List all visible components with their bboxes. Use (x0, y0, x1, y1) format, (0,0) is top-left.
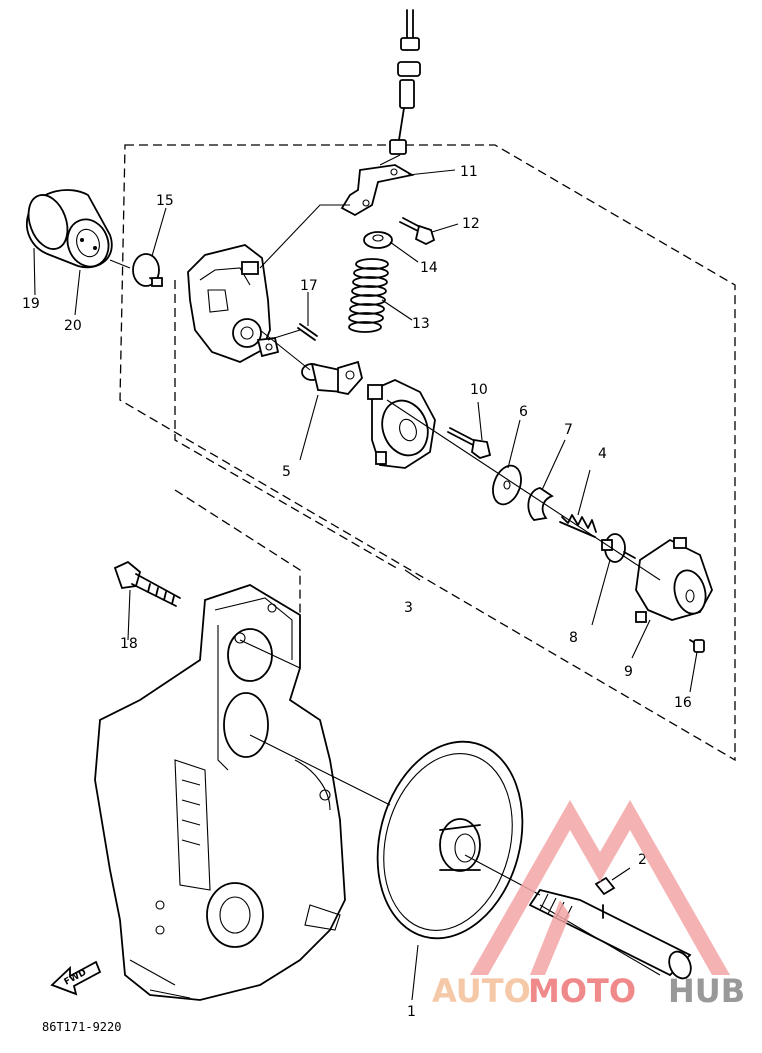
actuator-housing (187, 244, 280, 363)
part-label-17: 17 (300, 278, 318, 294)
part-number-labels: 1 2 3 4 5 6 7 8 9 10 11 12 13 14 15 16 1… (22, 164, 692, 1020)
part-label-11: 11 (460, 164, 478, 180)
part-4-spring (559, 514, 597, 538)
drive-shaft (528, 888, 692, 980)
part-label-12: 12 (462, 216, 480, 232)
watermark-logo: AUTO MOTO HUB (432, 800, 745, 1010)
part-label-14: 14 (420, 260, 438, 276)
part-18-bolt (113, 560, 181, 607)
part-13-spring (348, 258, 389, 333)
part-15-plate (132, 253, 163, 287)
part-2-key (594, 876, 616, 919)
crankcase (94, 584, 346, 1001)
part-label-13: 13 (412, 316, 430, 332)
part-label-15: 15 (156, 193, 174, 209)
part-9-cap (635, 537, 713, 623)
part-7-clip (527, 487, 554, 521)
part-19-20-grommet (26, 189, 113, 269)
drawing-code: 86T171-9220 (42, 1020, 121, 1034)
part-label-16: 16 (674, 695, 692, 711)
part-12-bolt (399, 217, 436, 246)
part-label-5: 5 (282, 464, 291, 480)
part-label-3: 3 (404, 600, 413, 616)
cover-assembly (367, 379, 436, 469)
axis-lines (109, 154, 661, 976)
watermark-text-hub: HUB (668, 972, 745, 1010)
part-16-screw (689, 639, 705, 653)
part-5-shaft (301, 360, 363, 395)
part-17-pin (297, 323, 318, 341)
watermark-text-moto: MOTO (528, 972, 636, 1010)
part-label-8: 8 (569, 630, 578, 646)
watermark-text-auto: AUTO (432, 972, 531, 1010)
part-14-collar (363, 231, 393, 249)
part-label-20: 20 (64, 318, 82, 334)
part-11-bracket (340, 164, 415, 217)
throttle-cable (389, 9, 421, 155)
part-6-washer (492, 464, 522, 506)
leader-lines (33, 169, 698, 1001)
part-10-bolt (447, 427, 492, 459)
part-label-1: 1 (407, 1004, 416, 1020)
part-label-6: 6 (519, 404, 528, 420)
part-label-7: 7 (564, 422, 573, 438)
part-label-10: 10 (470, 382, 488, 398)
fwd-arrow-icon: FWD (50, 960, 102, 996)
part-label-18: 18 (120, 636, 138, 652)
part-label-9: 9 (624, 664, 633, 680)
part-label-2: 2 (638, 852, 647, 868)
watermark-triangle-icon (470, 800, 730, 975)
part-label-19: 19 (22, 296, 40, 312)
part-label-4: 4 (598, 446, 607, 462)
part-8-retainer (601, 533, 636, 563)
